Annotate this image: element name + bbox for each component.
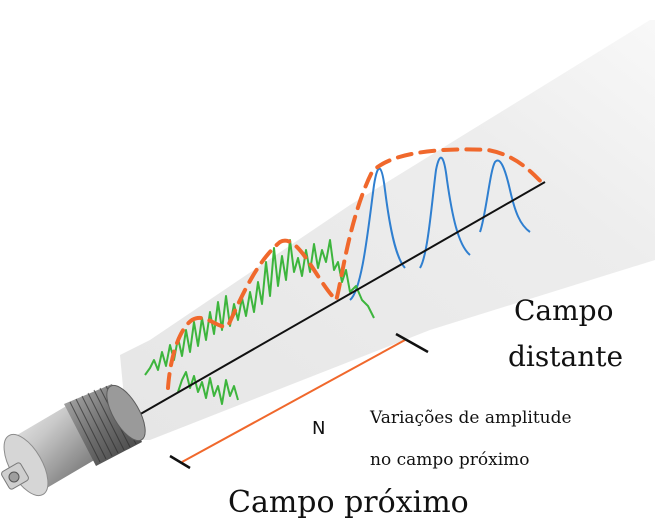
amplitude-variation-caption-line1: Variações de amplitude — [370, 408, 572, 428]
ultrasonic-transducer-icon — [1, 384, 146, 497]
amplitude-variation-caption-line2: no campo próximo — [370, 450, 530, 470]
far-field-label-line1: Campo — [514, 294, 614, 327]
near-field-length-marker — [169, 332, 429, 470]
far-field-label-line2: distante — [508, 340, 624, 373]
far-field-pulses — [349, 156, 531, 301]
beam-axis — [129, 181, 546, 421]
beam-cone — [120, 20, 655, 440]
near-field-length-symbol: N — [312, 418, 326, 439]
near-field-signal — [144, 239, 375, 405]
near-field-label: Campo próximo — [228, 485, 469, 520]
